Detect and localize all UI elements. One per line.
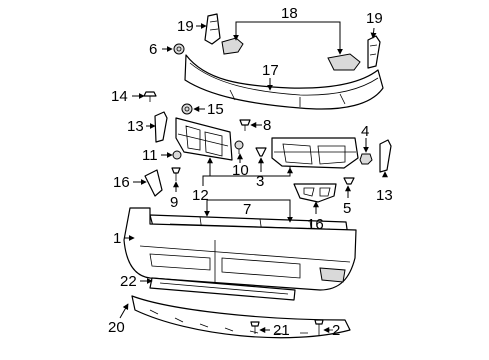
lower-grille-insert	[149, 277, 296, 301]
clip-3	[255, 147, 267, 157]
callout-20: 20	[108, 319, 125, 336]
clip-11	[172, 150, 182, 160]
callout-7: 7	[243, 201, 251, 218]
air-dam	[131, 295, 351, 339]
right-lower-bracket	[293, 183, 337, 203]
callout-16-left: 16	[113, 174, 130, 191]
callout-21: 21	[273, 322, 290, 339]
upper-filler-panel	[184, 54, 384, 110]
left-side-bracket	[154, 111, 168, 143]
callout-22: 22	[120, 273, 137, 290]
callout-16-right: 16	[307, 216, 324, 233]
right-mounting-bracket	[271, 137, 359, 169]
callout-13-right: 13	[376, 187, 393, 204]
callout-6: 6	[149, 41, 157, 58]
nut-4	[359, 153, 373, 165]
right-side-bracket	[379, 139, 392, 173]
left-clip-bracket	[221, 37, 244, 55]
clip-10	[234, 140, 244, 154]
callout-3: 3	[256, 173, 264, 190]
bolt-8	[239, 119, 251, 131]
leader-lines	[119, 21, 388, 333]
push-pin	[143, 91, 157, 102]
callout-numbers: 18 19 19 6 17 14 15 13 8 4 11 10 3 16 13…	[108, 5, 393, 339]
callout-1: 1	[113, 230, 121, 247]
callout-12: 12	[192, 187, 209, 204]
callout-9: 9	[170, 194, 178, 211]
bolt-21	[250, 321, 260, 334]
clip-nut	[181, 103, 193, 115]
bolt-9	[171, 167, 181, 181]
left-mounting-bracket	[175, 117, 233, 161]
callout-13-left: 13	[127, 118, 144, 135]
right-upper-bracket	[367, 35, 381, 69]
bumper-face-bar	[123, 207, 357, 291]
nut	[173, 43, 185, 55]
callout-18: 18	[281, 5, 298, 22]
right-clip-bracket	[327, 53, 361, 71]
clip-5	[343, 177, 355, 185]
bolt-2	[314, 319, 324, 336]
callout-8: 8	[263, 117, 271, 134]
callout-2: 2	[332, 322, 340, 339]
callout-11: 11	[142, 147, 158, 164]
callout-15: 15	[207, 101, 224, 118]
callout-10: 10	[232, 162, 249, 179]
callout-19-right: 19	[366, 10, 383, 27]
left-lower-bracket	[144, 169, 163, 197]
left-upper-bracket	[204, 13, 221, 45]
callout-17: 17	[262, 62, 279, 79]
callout-19-left: 19	[177, 18, 194, 35]
callout-4: 4	[361, 123, 369, 140]
callout-14: 14	[111, 88, 128, 105]
callout-5: 5	[343, 200, 351, 217]
